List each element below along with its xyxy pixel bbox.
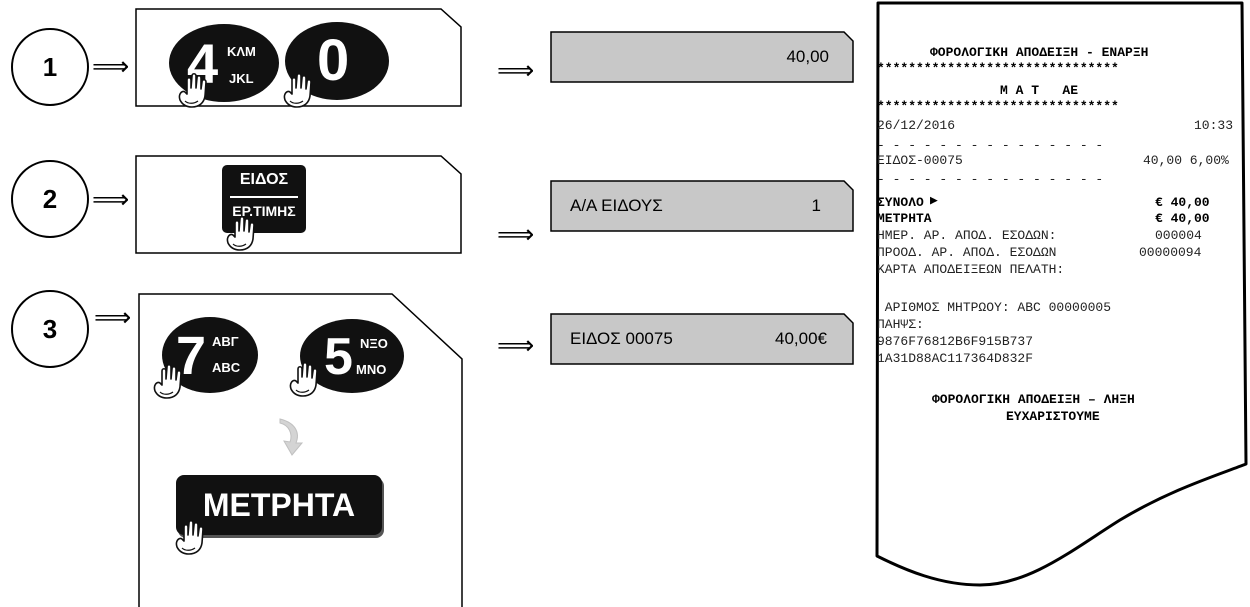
display-value: 40,00	[786, 47, 829, 66]
receipt-cumulative-label: ΠΡΟΟΔ. ΑΡ. ΑΠΟΔ. ΕΣΟΔΩΝ	[877, 245, 1057, 260]
receipt	[870, 0, 1250, 607]
receipt-dashes: - - - - - - - - - - - - - - -	[877, 172, 1104, 187]
display-step-2: Α/Α ΕΙΔΟΥΣ 1	[550, 180, 855, 232]
step-2-circle: 2	[11, 160, 89, 238]
hand-press-icon	[226, 215, 255, 251]
arrow-icon: ⟹	[497, 56, 535, 86]
receipt-time: 10:33	[1194, 118, 1234, 133]
receipt-daily-label: ΗΜΕΡ. ΑΡ. ΑΠΟΔ. ΕΣΟΔΩΝ:	[877, 228, 1057, 243]
receipt-header: ΦΟΡΟΛΟΓΙΚΗ ΑΠΟΔΕΙΞΗ - ΕΝΑΡΞΗ	[930, 45, 1149, 60]
receipt-stars: *******************************	[877, 99, 1119, 114]
display-left-text: ΕΙΔΟΣ 00075	[570, 329, 673, 348]
step-1-circle: 1	[11, 28, 89, 106]
key-label-top: ΕΙΔΟΣ	[239, 171, 289, 188]
receipt-cash-value: € 40,00	[1155, 211, 1210, 226]
key-label-bottom: ΕΡ.ΤΙΜΗΣ	[232, 203, 296, 219]
receipt-date: 26/12/2016	[877, 118, 956, 133]
receipt-total-value: € 40,00	[1155, 195, 1210, 210]
step-3-keypad-panel: 7 ΑΒΓ ABC 5 ΝΞΟ MNO ΜΕΤΡΗΤΑ	[138, 293, 464, 607]
receipt-sign-label: ΠΑΗΨΣ:	[877, 317, 924, 332]
receipt-footer: ΦΟΡΟΛΟΓΙΚΗ ΑΠΟΔΕΙΞΗ – ΛΗΞΗ	[932, 392, 1135, 407]
receipt-company: Μ Α Τ ΑΕ	[1000, 83, 1079, 98]
curved-down-arrow-icon	[279, 418, 304, 456]
receipt-register: ΑΡΙΘΜΟΣ ΜΗΤΡΩΟΥ: ABC 00000005	[877, 300, 1112, 315]
key-greek-letters: ΑΒΓ	[212, 334, 239, 349]
cash-key-button[interactable]: ΜΕΤΡΗΤΑ	[176, 475, 382, 535]
receipt-sign-line: 9876F76812B6F915B737	[877, 334, 1034, 349]
receipt-cumulative-value: 00000094	[1139, 245, 1202, 260]
key-latin-letters: JKL	[229, 71, 254, 86]
key-digit: 0	[317, 28, 350, 93]
key-latin-letters: ABC	[212, 360, 241, 375]
key-latin-letters: MNO	[356, 362, 387, 377]
step-3-circle: 3	[11, 290, 89, 368]
display-step-1: 40,00	[550, 31, 855, 83]
arrow-icon: ⟹	[497, 331, 535, 361]
receipt-item-amount: 40,00 6,00%	[1143, 153, 1229, 168]
display-value: 1	[811, 196, 821, 215]
display-value: 40,00€	[775, 329, 827, 348]
receipt-thanks: ΕΥΧΑΡΙΣΤΟΥΜΕ	[1006, 409, 1100, 424]
key-digit: 5	[324, 328, 353, 386]
arrow-icon: ⟹	[94, 303, 132, 333]
arrow-icon: ⟹	[92, 52, 130, 82]
hand-press-icon	[283, 72, 312, 108]
step-2-keypad-panel: ΕΙΔΟΣ ΕΡ.ΤΙΜΗΣ	[135, 155, 463, 255]
receipt-daily-value: 000004	[1155, 228, 1202, 243]
hand-press-icon	[153, 363, 182, 399]
key-greek-letters: ΝΞΟ	[360, 336, 388, 351]
step-number: 2	[42, 183, 58, 214]
step-number: 1	[42, 51, 58, 82]
display-step-3: ΕΙΔΟΣ 00075 40,00€	[550, 313, 855, 365]
hand-press-icon	[289, 361, 318, 397]
hand-press-icon	[178, 72, 207, 108]
display-left-text: Α/Α ΕΙΔΟΥΣ	[570, 196, 663, 215]
step-1-keypad-panel: 4 ΚΛΜ JKL 0	[135, 8, 463, 108]
arrow-icon: ⟹	[497, 220, 535, 250]
cash-key-label: ΜΕΤΡΗΤΑ	[202, 487, 356, 523]
receipt-total-marker-icon: ▶	[930, 193, 938, 208]
receipt-stars: *******************************	[877, 61, 1119, 76]
receipt-item-code: ΕΙΔΟΣ-00075	[877, 153, 963, 168]
receipt-card-line: ΚΑΡΤΑ ΑΠΟΔΕΙΞΕΩΝ ΠΕΛΑΤΗ:	[877, 262, 1065, 277]
key-5-button[interactable]: 5 ΝΞΟ MNO	[300, 319, 404, 393]
receipt-dashes: - - - - - - - - - - - - - - -	[877, 138, 1104, 153]
receipt-total-label: ΣΥΝΟΛΟ	[877, 195, 924, 210]
receipt-sign-line: 1A31D88AC117364D832F	[877, 351, 1034, 366]
receipt-cash-label: ΜΕΤΡΗΤΑ	[877, 211, 932, 226]
key-divider	[230, 196, 298, 198]
hand-press-icon	[175, 519, 204, 555]
step-number: 3	[42, 313, 58, 344]
arrow-icon: ⟹	[92, 185, 130, 215]
key-greek-letters: ΚΛΜ	[227, 44, 256, 59]
